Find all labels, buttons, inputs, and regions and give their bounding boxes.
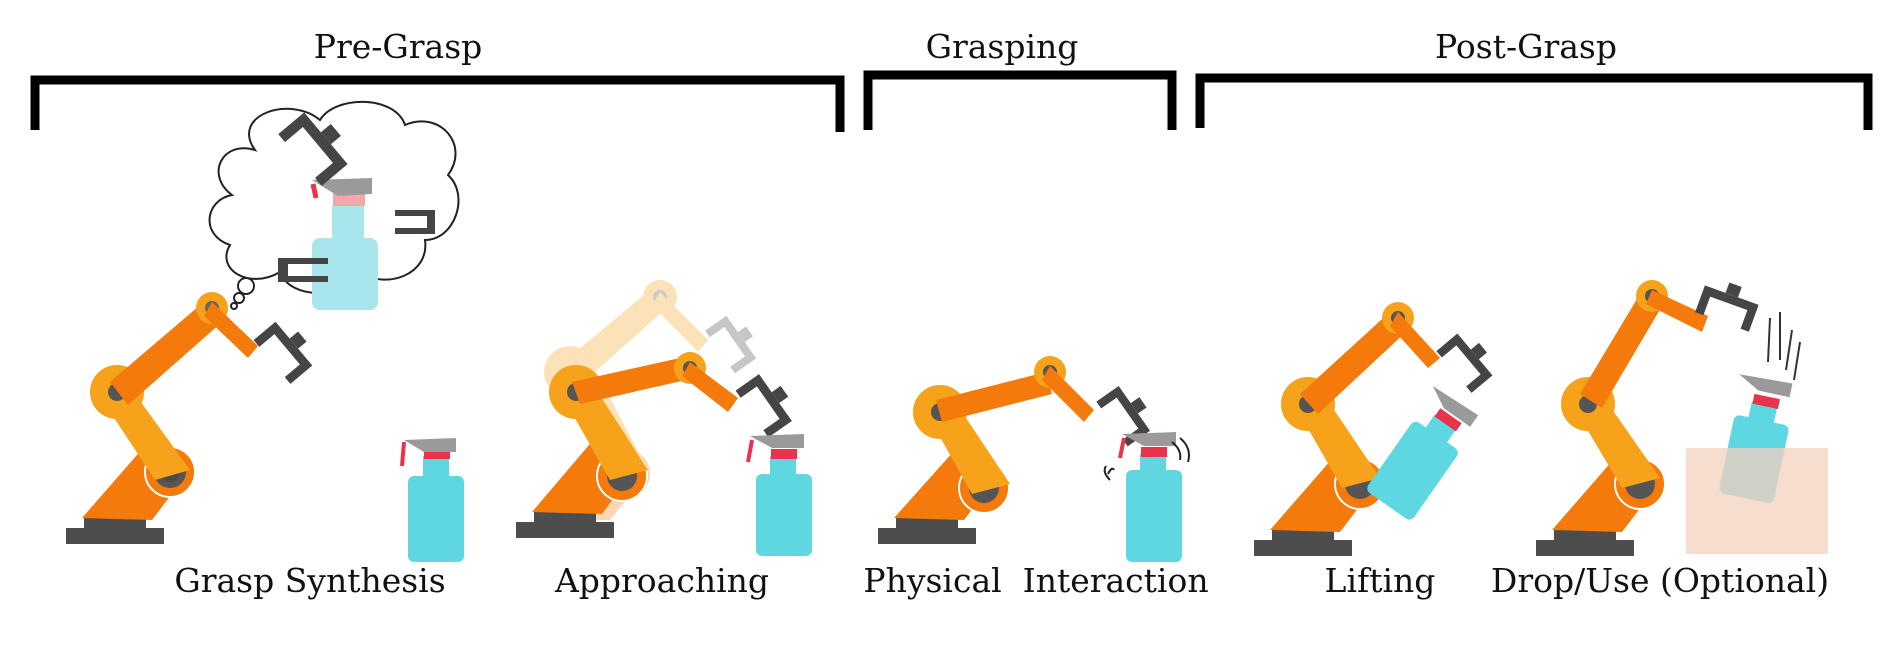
spray-bottle-4	[1367, 385, 1479, 520]
phase-label-post-grasp: Post-Grasp	[1435, 27, 1617, 66]
gripper-candidate-2	[395, 210, 435, 234]
stage-grasp-synthesis-illustration	[66, 100, 464, 562]
robot-arm-1	[66, 292, 321, 544]
stage-label-approaching: Approaching	[554, 561, 769, 600]
gripper-candidate-3	[278, 258, 328, 282]
stage-label-lifting: Lifting	[1325, 561, 1436, 600]
bracket-pre-grasp	[30, 75, 845, 132]
stage-label-physical-interaction: Physical Interaction	[863, 561, 1208, 600]
drop-target-box	[1686, 448, 1828, 554]
robot-arm-5	[1536, 275, 1763, 556]
stage-label-drop-use: Drop/Use (Optional)	[1491, 561, 1829, 600]
spray-bottle-3	[1118, 432, 1182, 562]
robot-arm-2	[516, 352, 801, 538]
bracket-grasping	[863, 70, 1177, 130]
robot-arm-3	[878, 356, 1159, 544]
spray-bottle-1	[400, 438, 464, 562]
robot-arm-4	[1254, 302, 1501, 556]
spray-bottle-2	[746, 434, 812, 556]
phase-label-pre-grasp: Pre-Grasp	[314, 27, 483, 66]
thought-cloud	[208, 100, 460, 310]
stage-label-grasp-synthesis: Grasp Synthesis	[174, 561, 445, 600]
stage-approaching-illustration	[516, 280, 812, 556]
labels: Pre-Grasp Grasping Post-Grasp Grasp Synt…	[174, 27, 1829, 600]
vibration-lines	[1103, 437, 1190, 481]
stage-drop-use-illustration	[1536, 275, 1828, 556]
spray-mist-lines	[1767, 312, 1801, 381]
stage-lifting-illustration	[1254, 302, 1501, 556]
stage-physical-interaction-illustration	[878, 356, 1190, 562]
bottle-in-cloud	[310, 178, 378, 310]
bracket-post-grasp	[1195, 73, 1873, 130]
phase-label-grasping: Grasping	[926, 27, 1079, 66]
